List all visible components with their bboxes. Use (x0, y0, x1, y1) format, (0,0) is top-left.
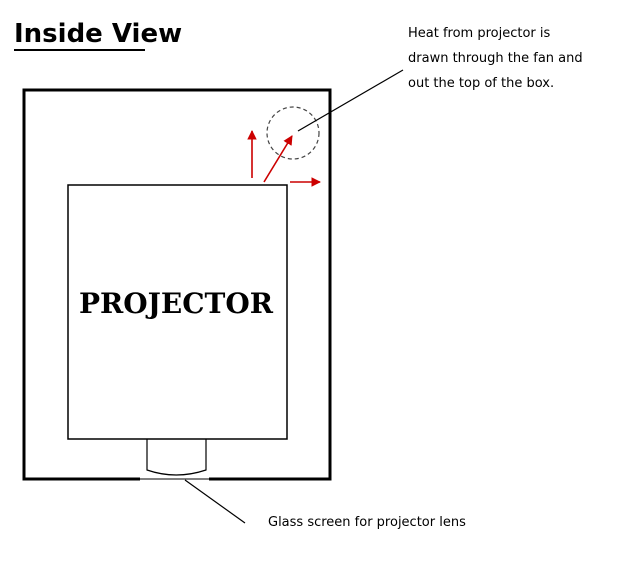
glass-leader-line (184, 479, 246, 524)
diagram-title: Inside View (14, 19, 182, 49)
heat-annotation-line: out the top of the box. (408, 76, 554, 91)
glass-annotation: Glass screen for projector lens (268, 515, 466, 530)
heat-annotation-line: drawn through the fan and (408, 51, 583, 66)
fan-outline (266, 106, 320, 160)
projector-lens (146, 439, 207, 476)
projector-label: PROJECTOR (79, 287, 274, 320)
projector-body (67, 184, 288, 440)
enclosure-box (22, 88, 332, 481)
heat-leader-line (297, 69, 404, 132)
heat-annotation-line: Heat from projector is (408, 26, 551, 41)
heat-annotation: Heat from projector is drawn through the… (408, 26, 587, 91)
airflow-arrows (247, 130, 321, 187)
airflow-arrow-diagonal (263, 135, 293, 183)
